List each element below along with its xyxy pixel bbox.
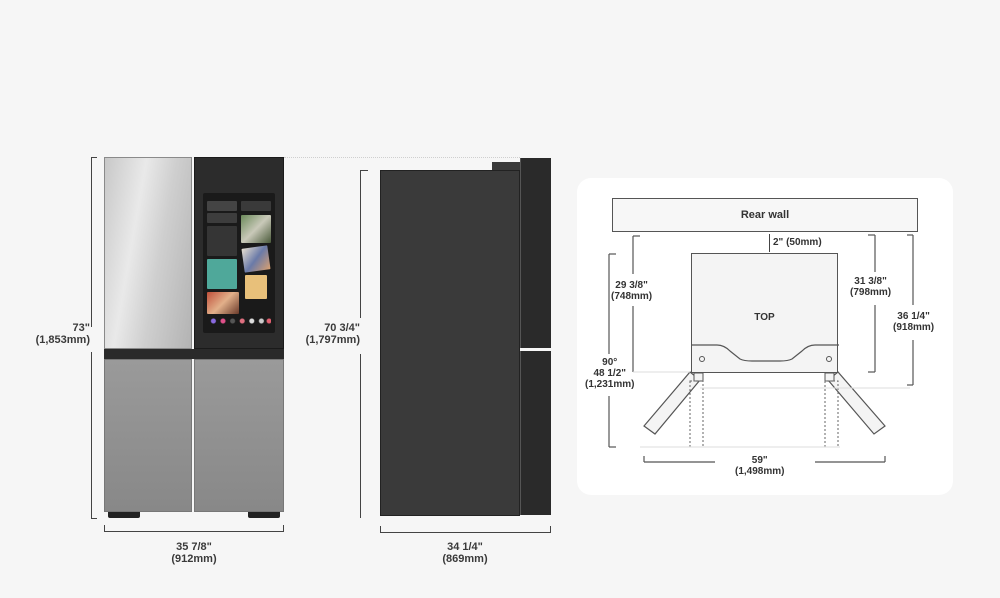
side-depth-label: 34 1/4" (869mm) [425, 541, 505, 565]
screen-photo-1 [241, 215, 271, 243]
front-width-label: 35 7/8" (912mm) [154, 541, 234, 565]
door-depth-left-label: 29 3/8" (748mm) [611, 280, 652, 302]
foot-left [108, 512, 140, 518]
door-handle-curve [692, 344, 839, 362]
front-height-line [91, 157, 92, 327]
lower-right-door [194, 359, 284, 512]
fridge-side-image [380, 158, 552, 518]
clearance-value: 2" (50mm) [773, 237, 822, 248]
side-depth-line [380, 532, 550, 533]
side-cabinet [380, 170, 520, 516]
family-hub-screen [203, 193, 275, 333]
door-depth-left-inches: 29 3/8" [615, 280, 648, 291]
front-height-line-lower [91, 352, 92, 518]
clearance-bracket [769, 234, 770, 252]
screen-list-widget [207, 226, 237, 256]
lower-left-door [104, 359, 192, 512]
open-width-label: 59" (1,498mm) [735, 455, 784, 477]
side-top-cap [492, 162, 522, 172]
door-swing-diagram [608, 234, 914, 463]
side-lower-door [520, 351, 551, 515]
side-height-line [360, 170, 361, 318]
fridge-front-image [104, 157, 284, 518]
open-depth-label: 90° 48 1/2" (1,231mm) [585, 357, 634, 390]
screen-sticky-note [245, 275, 267, 299]
screen-clock-widget [207, 201, 237, 211]
upper-left-door [104, 157, 192, 349]
front-width-line [104, 531, 284, 532]
screen-app-icons [241, 201, 271, 211]
side-depth-tick-left [380, 526, 381, 533]
clearance-label: 2" (50mm) [773, 237, 822, 248]
screen-photo-3 [207, 292, 239, 314]
fridge-top-outline: TOP [691, 253, 839, 373]
side-depth-mm: (869mm) [442, 553, 488, 565]
depth-outer-mm: (918mm) [893, 322, 935, 333]
open-angle: 90° [602, 357, 618, 368]
open-width-mm: (1,498mm) [735, 466, 785, 477]
rear-wall: Rear wall [612, 198, 918, 232]
rear-wall-label: Rear wall [740, 209, 790, 221]
middle-divider [104, 349, 284, 359]
depth-right-inches: 31 3/8" [854, 276, 887, 287]
side-height-mm: (1,797mm) [305, 334, 360, 346]
top-reference-line [284, 157, 520, 158]
upper-right-door [194, 157, 284, 349]
front-height-label: 73" (1,853mm) [28, 322, 90, 346]
side-height-line-lower [360, 354, 361, 518]
screen-teal-widget [207, 259, 237, 289]
screen-weather-widget [207, 213, 237, 223]
top-label: TOP [754, 312, 775, 323]
open-depth-inches: 48 1/2" [593, 368, 626, 379]
depth-right-mm: (798mm) [850, 287, 892, 298]
open-depth-mm: (1,231mm) [585, 379, 635, 390]
open-width-inches: 59" [751, 455, 768, 466]
front-width-inches: 35 7/8" [176, 541, 212, 553]
door-depth-left-mm: (748mm) [611, 291, 653, 302]
depth-outer-inches: 36 1/4" [897, 311, 930, 322]
front-height-mm: (1,853mm) [35, 334, 90, 346]
screen-photo-2 [241, 245, 271, 273]
fridge-feet [108, 512, 280, 518]
foot-right [248, 512, 280, 518]
front-width-tick-left [104, 525, 105, 532]
front-height-tick-bottom [91, 518, 97, 519]
front-width-mm: (912mm) [171, 553, 217, 565]
side-depth-tick-right [550, 526, 551, 533]
side-depth-inches: 34 1/4" [447, 541, 483, 553]
screen-dock [207, 317, 271, 325]
side-height-inches: 70 3/4" [324, 322, 360, 334]
depth-right-label: 31 3/8" (798mm) [850, 276, 891, 298]
depth-outer-label: 36 1/4" (918mm) [893, 311, 934, 333]
side-upper-door [520, 158, 551, 348]
front-height-inches: 73" [72, 322, 90, 334]
side-height-label: 70 3/4" (1,797mm) [290, 322, 360, 346]
front-width-tick-right [283, 525, 284, 532]
front-height-tick-top [91, 157, 97, 158]
side-height-tick-top [360, 170, 368, 171]
